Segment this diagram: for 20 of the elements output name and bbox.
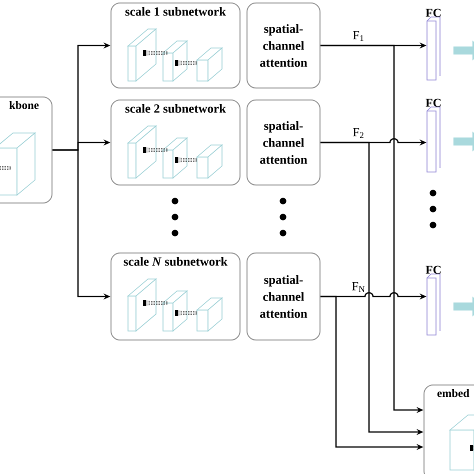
fc-layer-bar: FC (426, 98, 441, 172)
edge-label: F$_{2}$ (352, 128, 364, 138)
node-label: FC (426, 98, 441, 107)
module-box: kbone (0, 96, 52, 204)
arrow (453, 40, 474, 60)
fc-layer-bar: FC (426, 8, 441, 80)
subnetwork-box: scale 1 subnetwork (110, 2, 240, 88)
node-label: FC (426, 8, 441, 17)
edge-label: F$_{1}$ (352, 31, 364, 41)
arrow (453, 132, 474, 152)
node-label: FC (426, 266, 441, 274)
fc-layer-bar: FC (426, 266, 441, 336)
attention-box: spatial-channel attention (246, 252, 320, 340)
edge-label: F$_{N}$ (352, 282, 365, 292)
attention-box: spatial-channel attention (246, 2, 320, 88)
attention-box: spatial-channel attention (246, 100, 320, 186)
subnetwork-box: scale 2 subnetwork (110, 100, 240, 186)
arrow (453, 296, 474, 316)
module-box: embed (424, 384, 474, 474)
subnetwork-box: scale N subnetwork (110, 252, 240, 340)
